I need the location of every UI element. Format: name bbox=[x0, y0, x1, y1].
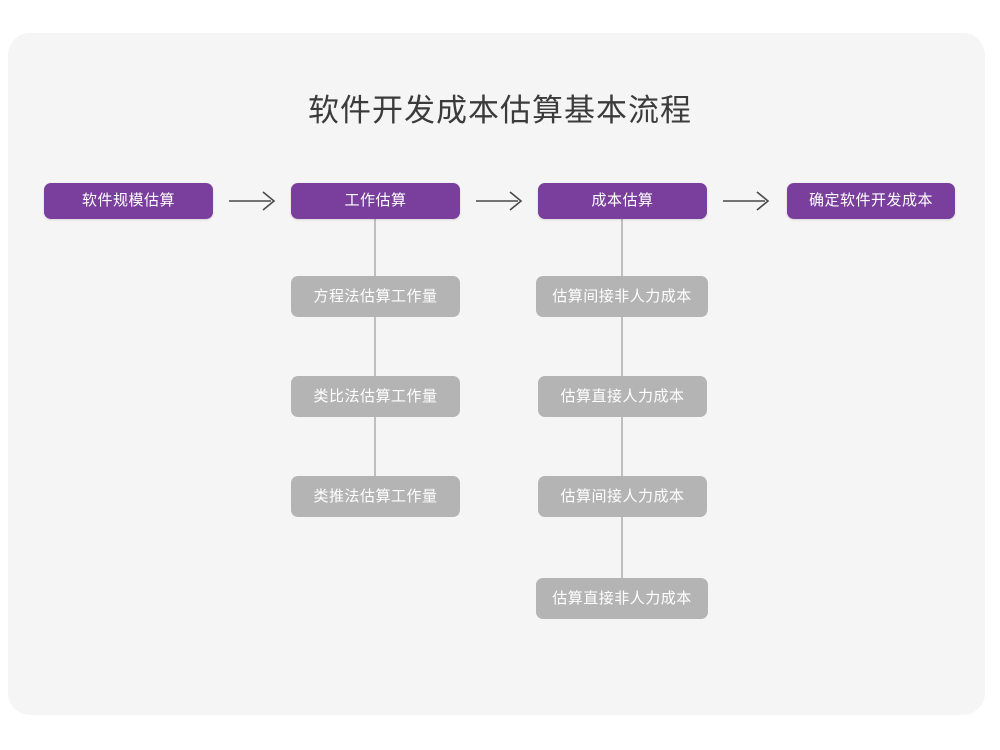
stage-box-3[interactable]: 成本估算 bbox=[538, 183, 707, 219]
arrow-right-icon-3 bbox=[719, 186, 775, 216]
sub-box-stage-2-3[interactable]: 类推法估算工作量 bbox=[291, 476, 460, 517]
sub-box-stage-3-3[interactable]: 估算间接人力成本 bbox=[538, 476, 707, 517]
sub-box-stage-3-4[interactable]: 估算直接非人力成本 bbox=[536, 578, 708, 619]
stage-box-2[interactable]: 工作估算 bbox=[291, 183, 460, 219]
diagram-card bbox=[8, 33, 985, 715]
sub-box-stage-3-1[interactable]: 估算间接非人力成本 bbox=[536, 276, 708, 317]
sub-box-stage-3-2[interactable]: 估算直接人力成本 bbox=[538, 376, 707, 417]
sub-box-stage-2-1[interactable]: 方程法估算工作量 bbox=[291, 276, 460, 317]
stage-box-4[interactable]: 确定软件开发成本 bbox=[787, 183, 955, 219]
arrow-right-icon-2 bbox=[472, 186, 528, 216]
connector-line-stage-2 bbox=[374, 219, 376, 497]
stage-box-1[interactable]: 软件规模估算 bbox=[44, 183, 213, 219]
sub-box-stage-2-2[interactable]: 类比法估算工作量 bbox=[291, 376, 460, 417]
arrow-right-icon-1 bbox=[225, 186, 281, 216]
page-title: 软件开发成本估算基本流程 bbox=[308, 93, 692, 128]
